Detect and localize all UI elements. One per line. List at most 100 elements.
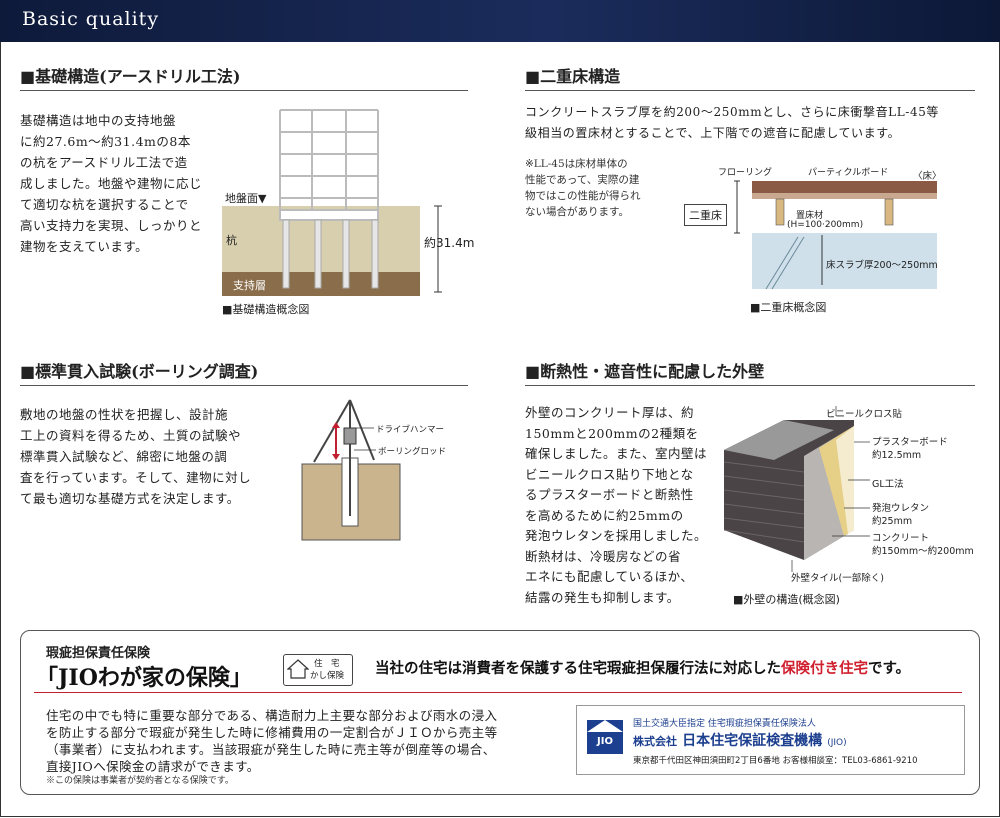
urethane-thickness-label: 約25mm <box>872 516 913 527</box>
double-floor-diagram <box>734 180 937 290</box>
support-material-label: 置床材 <box>796 211 824 221</box>
double-floor-title: ■二重床構造 <box>525 67 621 86</box>
seal-bottom-text: かし保険 <box>310 671 345 681</box>
jio-insurance-box <box>20 630 980 795</box>
house-insurance-seal: 住 宅 かし保険 <box>283 654 353 686</box>
jio-divider <box>34 692 962 693</box>
text-line: て適切な杭を選択することで <box>20 197 189 212</box>
text-line: 150mmと200mmの2種類を <box>525 425 699 441</box>
plaster-layer <box>836 426 854 534</box>
jio-statement: 当社の住宅は消費者を保護する住宅瑕疵担保履行法に対応した保険付き住宅です。 <box>375 657 910 678</box>
boring-title: ■標準貫入試験(ボーリング調査) <box>20 362 259 381</box>
text-line: 物ではこの性能が得られ <box>525 190 641 202</box>
text-line: 断熱材は、冷暖房などの省 <box>525 548 682 564</box>
text-line: 直接JIOへ保険金の請求ができます。 <box>46 759 260 774</box>
text-line: 結露の発生も抑制します。 <box>525 589 680 605</box>
urethane-label: 発泡ウレタン <box>872 503 930 514</box>
double-floor-caption: ■二重床概念図 <box>750 301 827 314</box>
text-line: 確保しました。また、室内壁は <box>525 446 708 461</box>
slab-hatch <box>765 236 805 290</box>
jio-subtitle: 瑕疵担保責任保険 <box>46 646 151 661</box>
page-title: Basic quality <box>22 8 160 30</box>
support-layer-label: 支持層 <box>233 279 266 292</box>
pile-label: 杭 <box>226 234 237 247</box>
text-line: 査を行っています。そして、建物に対し <box>20 470 252 485</box>
boring-diagram <box>301 399 401 541</box>
org-designation: 国土交通大臣指定 住宅瑕疵担保責任保険法人 <box>633 719 816 729</box>
seal-top-text: 住 宅 <box>314 659 340 669</box>
text-line: を高めるために約25mmの <box>525 507 684 523</box>
boring-body: 敷地の地盤の性状を把握し、設計施 工上の資料を得るため、土質の試験や 標準貫入試… <box>20 404 270 509</box>
text-line: 基礎構造は地中の支持地盤 <box>20 113 177 128</box>
wall-diagram <box>724 406 870 572</box>
support-height-label: (H=100·200mm) <box>787 220 864 230</box>
text-line: て最も適切な基礎方式を決定します。 <box>20 491 240 506</box>
foundation-body: 基礎構造は地中の支持地盤 に約27.6m～約31.4mの8本 の杭をアースドリル… <box>20 110 220 257</box>
text-line: 性能であって、実際の建 <box>525 174 640 186</box>
boring-divider <box>20 385 468 386</box>
drive-hammer <box>343 427 357 445</box>
text-line: ※LL-45は床材単体の <box>525 158 628 170</box>
wall-body: 外壁のコンクリート厚は、約 150mmと200mmの2種類を 確保しました。また… <box>525 403 725 608</box>
org-name-main: 日本住宅保証検査機構 <box>682 733 823 749</box>
double-floor-divider <box>525 90 975 91</box>
text-line: 建物を支えています。 <box>20 239 149 254</box>
double-floor-body: コンクリートスラブ厚を約200～250mmとし、さらに床衝撃音LL-45等 級相… <box>525 102 985 144</box>
jio-note: ※この保険は事業者が契約者となる保険です。 <box>46 776 234 786</box>
foundation-divider <box>20 90 468 91</box>
statement-highlight: 保険付き住宅 <box>781 661 868 677</box>
slab-label: 床スラブ厚200～250mm <box>826 260 938 271</box>
concrete-label: コンクリート <box>872 533 930 544</box>
text-line: 工上の資料を得るため、土質の試験や <box>20 428 242 443</box>
house-icon <box>287 659 309 679</box>
text-line: 級相当の置床材とすることで、上下階での遮音に配慮しています。 <box>525 126 901 140</box>
jio-logo-text: JIO <box>597 736 613 747</box>
text-line: 成しました。地盤や建物に応じ <box>20 176 203 191</box>
flooring-layer <box>752 181 937 193</box>
org-address: 東京都千代田区神田須田町2丁目6番地 お客様相談室：TEL03-6861-921… <box>633 756 918 766</box>
org-name-prefix: 株式会社 <box>633 735 677 748</box>
ground-level-label: 地盤面▼ <box>225 192 267 205</box>
piles <box>282 219 379 289</box>
boring-rod-label: ボーリングロッド <box>378 447 447 457</box>
org-name-suffix: (JIO) <box>827 738 847 748</box>
vinyl-label: ビニールクロス貼 <box>826 409 903 420</box>
wall-title: ■断熱性・遮音性に配慮した外壁 <box>525 362 765 381</box>
text-line: るプラスターボードと断熱性 <box>525 487 694 502</box>
jio-logo: JIO <box>587 720 623 754</box>
drive-hammer-label: ドライブハンマー <box>376 425 445 435</box>
text-line: を防止する部分で瑕疵が発生した時に修補費用の一定割合がＪＩＯから売主等 <box>46 725 498 740</box>
text-line: エネにも配慮しているほか、 <box>525 569 694 584</box>
leader-lines <box>791 406 870 572</box>
text-line: ない場合があります。 <box>525 206 629 218</box>
plaster-label: プラスターボード <box>872 437 948 448</box>
foundation-title: ■基礎構造(アースドリル工法) <box>20 67 241 86</box>
text-line: ビニールクロス貼り下地とな <box>525 466 694 482</box>
tile-label: 外壁タイル(一部除く) <box>791 573 884 584</box>
floor-label: 〈床〉 <box>913 171 942 182</box>
flooring-label: フローリング <box>718 168 773 178</box>
text-line: （事業者）に支払われます。当該瑕疵が発生した時に売主等が倒産等の場合、 <box>46 742 496 757</box>
plaster-thickness-label: 約12.5mm <box>872 450 922 461</box>
text-line: 標準貫入試験など、綿密に地盤の調 <box>20 449 228 464</box>
wall-top <box>724 420 834 460</box>
depth-label: 約31.4m <box>424 236 475 250</box>
particle-board-layer <box>752 193 937 199</box>
text-line: に約27.6m～約31.4mの8本 <box>20 134 191 149</box>
text-line: 発泡ウレタンを採用しました。 <box>525 528 708 543</box>
text-line: の杭をアースドリル工法で造 <box>20 155 188 170</box>
statement-text: 当社の住宅は消費者を保護する住宅瑕疵担保履行法に対応した <box>375 661 781 677</box>
double-floor-note: ※LL-45は床材単体の 性能であって、実際の建 物ではこの性能が得られ ない場… <box>525 156 675 220</box>
text-line: 外壁のコンクリート厚は、約 <box>525 405 695 420</box>
org-name: 株式会社 日本住宅保証検査機構 (JIO) <box>633 730 847 750</box>
text-line: 高い支持力を実現、しっかりと <box>20 218 203 233</box>
particle-board-label: パーティクルボード <box>808 168 889 178</box>
foundation-diagram <box>222 109 442 296</box>
jio-main-title: 「JIOわが家の保険」 <box>36 665 252 691</box>
double-floor-label: 二重床 <box>684 204 727 226</box>
floor-supports <box>775 198 894 226</box>
tile-grid <box>724 461 805 543</box>
building-frame <box>279 109 379 221</box>
jio-body: 住宅の中でも特に重要な部分である、構造耐力上主要な部分および雨水の浸入 を防止す… <box>46 707 566 775</box>
wall-divider <box>525 385 975 386</box>
